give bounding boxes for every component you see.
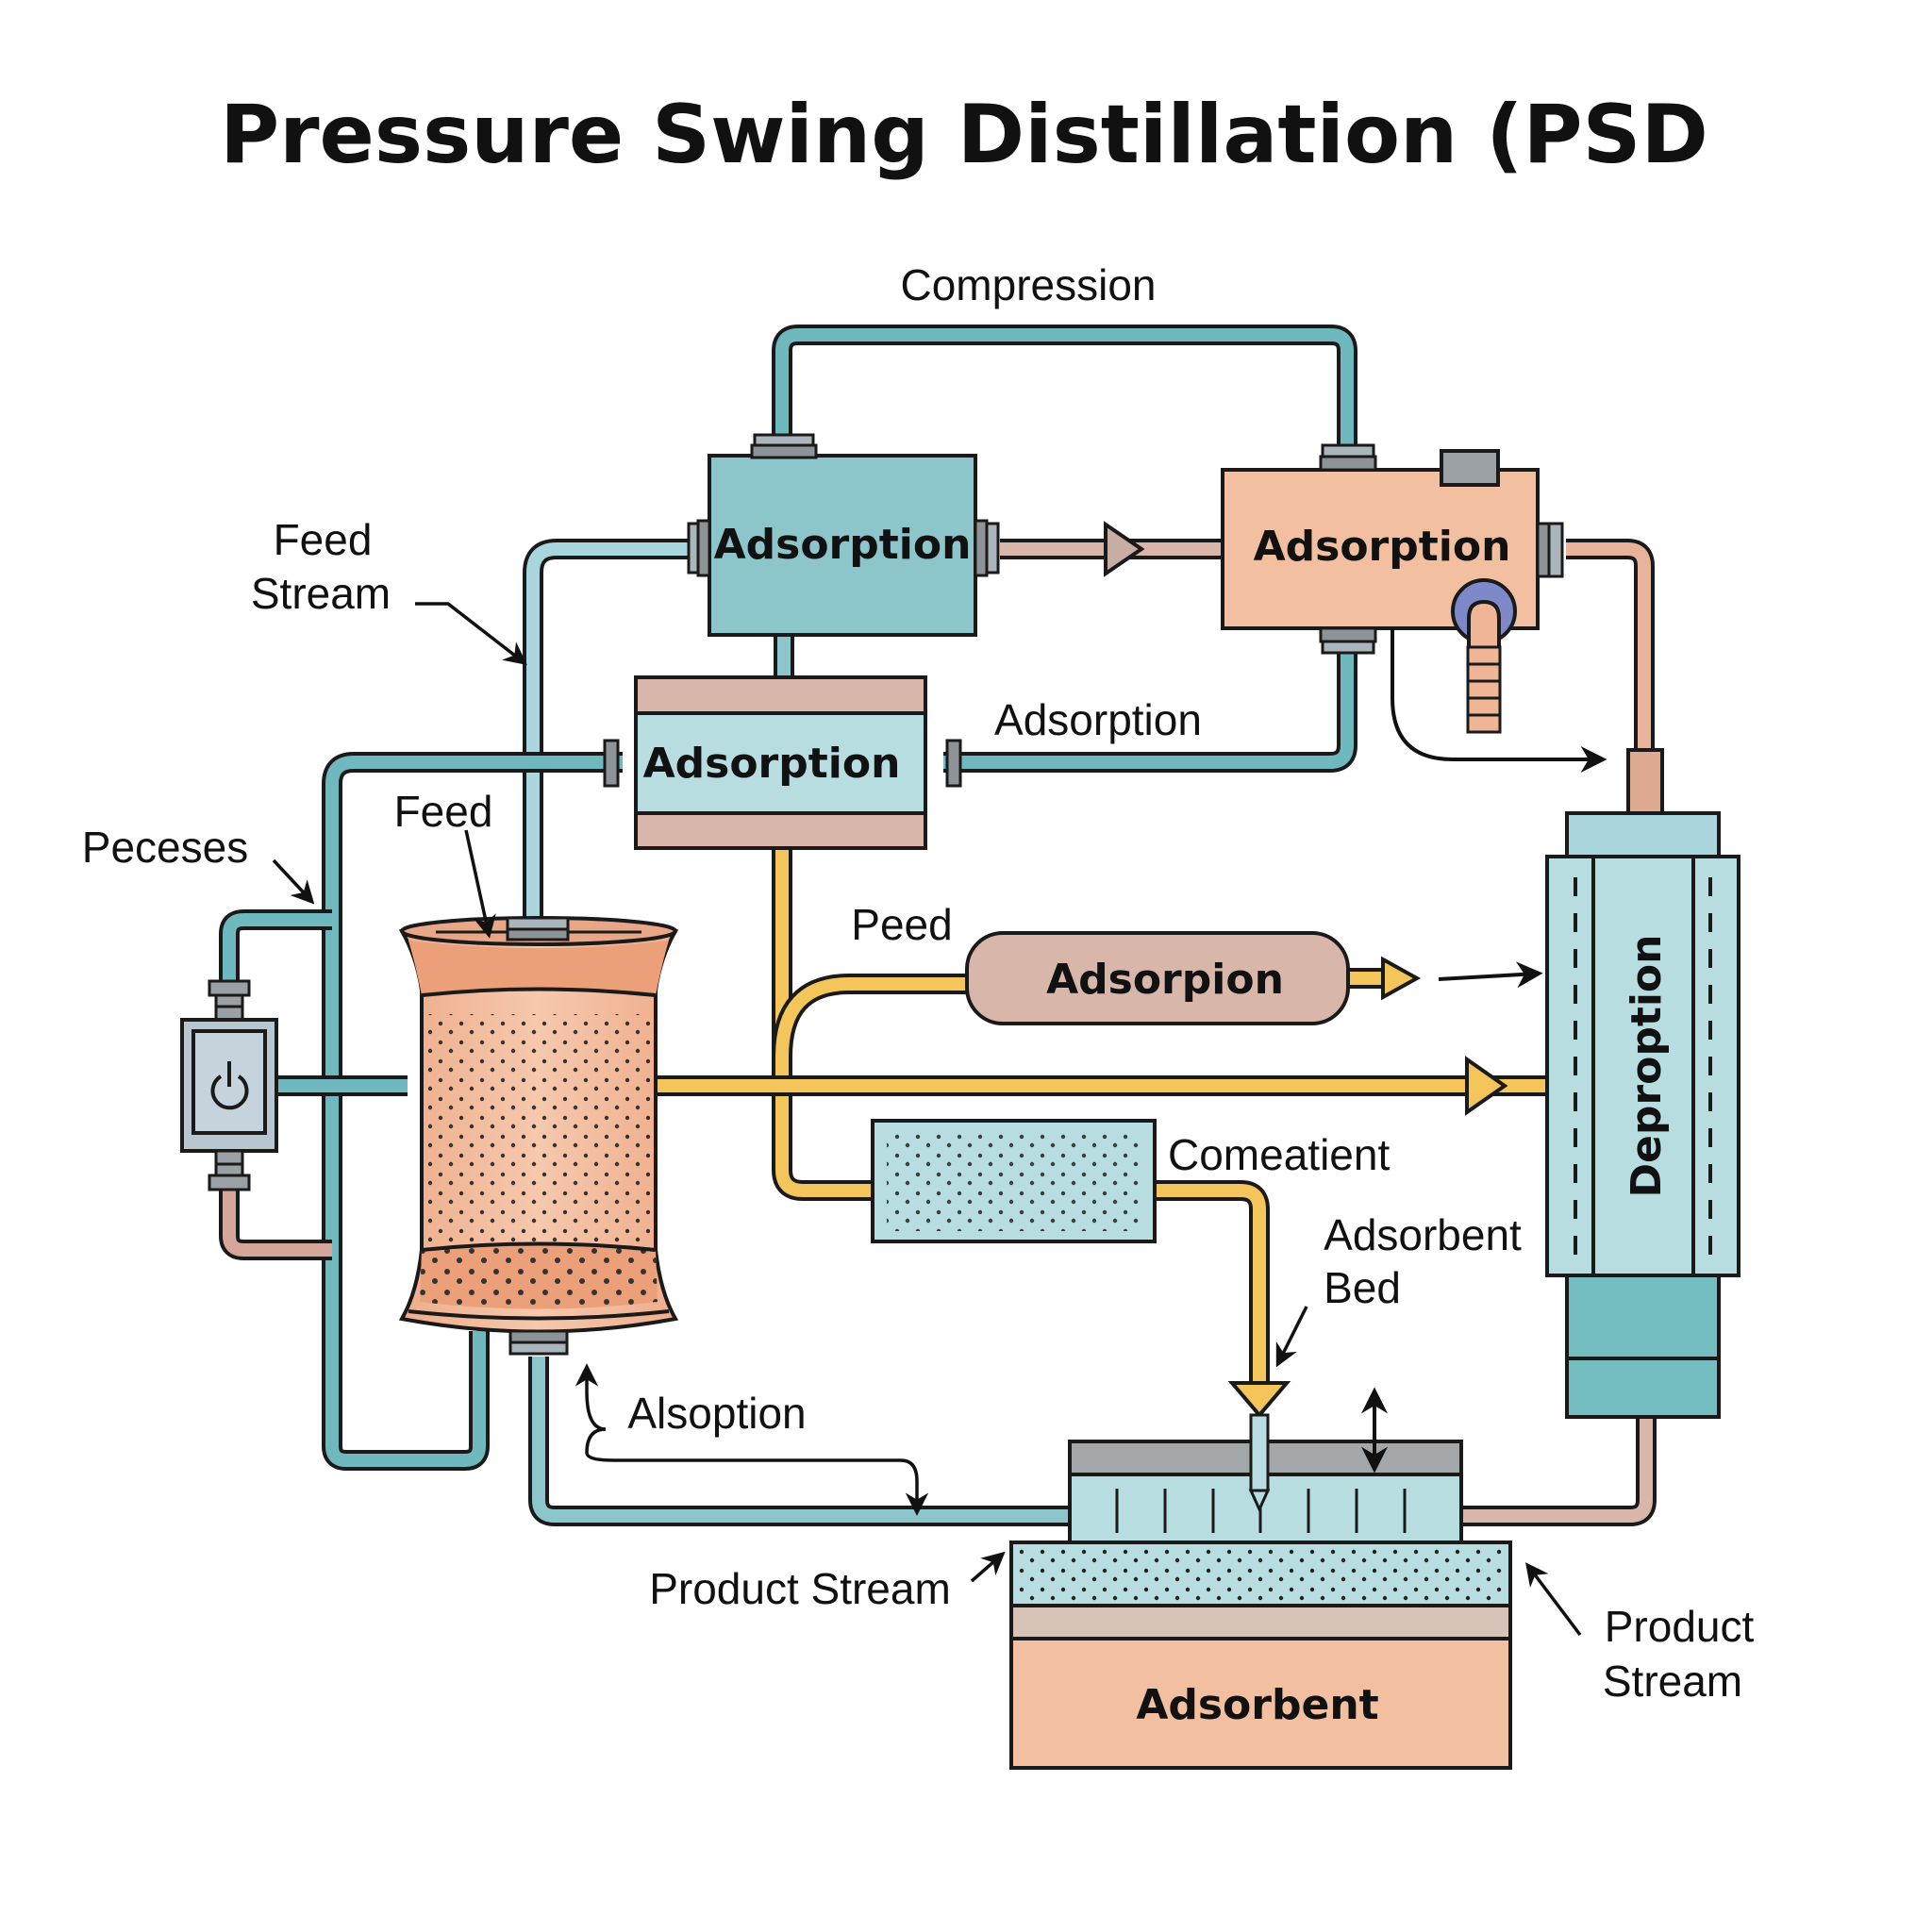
- flange: [945, 739, 962, 788]
- flange: [508, 1341, 569, 1356]
- unit-label: Deproption: [1623, 935, 1671, 1198]
- label-adsorption: Adsorption: [994, 695, 1202, 744]
- flange: [1319, 455, 1377, 472]
- power-icon[interactable]: [210, 1061, 249, 1110]
- yellow-arrow-down-icon: [1227, 1381, 1291, 1419]
- flange: [508, 1329, 569, 1344]
- arrow-icon: [585, 1427, 929, 1516]
- annotation-arrows: [272, 602, 1582, 1637]
- flange: [603, 739, 620, 788]
- yellow-pipe-network: [609, 848, 1598, 1419]
- yellow-arrow-icon: [1381, 956, 1422, 1001]
- unit-label: Adsorption: [643, 740, 901, 788]
- unit-label: Adsorpion: [1046, 956, 1284, 1004]
- packed-vessel[interactable]: [398, 916, 679, 1356]
- adsorpion-unit-pill[interactable]: Adsorpion: [965, 931, 1350, 1025]
- flange: [1321, 443, 1375, 458]
- label-adsorbent-bed: Bed: [1324, 1263, 1401, 1312]
- unit-label: Adsorbent: [1136, 1681, 1378, 1729]
- arrow-icon: [575, 1363, 607, 1431]
- yellow-arrow-right-icon: [1465, 1056, 1508, 1116]
- label-peed: Peed: [851, 900, 952, 949]
- label-feed-stream: Feed: [274, 515, 373, 564]
- flange: [974, 519, 989, 577]
- diagram-title: Pressure Swing Distillation (PSD: [220, 88, 1708, 182]
- arrow-icon: [970, 1551, 1006, 1583]
- pump[interactable]: [180, 979, 278, 1191]
- arrow-icon: [415, 602, 527, 666]
- flange: [1319, 626, 1377, 643]
- adsorption-unit-middle[interactable]: Adsorption: [603, 675, 962, 850]
- arrow-icon: [1525, 1562, 1582, 1637]
- adsorption-unit-teal[interactable]: Adsorption: [687, 433, 1000, 637]
- label-comeatient: Comeatient: [1168, 1130, 1390, 1179]
- arrow-icon: [272, 858, 315, 905]
- adsorbent-bed-apparatus[interactable]: Adsorbent: [1009, 1413, 1512, 1770]
- label-product-stream-right: Stream: [1603, 1657, 1742, 1706]
- label-feed-stream: Stream: [251, 569, 391, 618]
- labels: Compression Feed Stream Peceses Feed Ads…: [82, 260, 1755, 1706]
- unit-label: Adsorption: [1254, 523, 1511, 571]
- teal-pipe-network: [219, 325, 1357, 1526]
- label-alsoption: Alsoption: [627, 1389, 806, 1438]
- flow-arrow-icon: [1391, 628, 1607, 773]
- adsorption-unit-peach[interactable]: Adsorption: [1221, 443, 1564, 734]
- arrow-icon: [464, 829, 496, 939]
- flow-arrow-icon: [1104, 521, 1145, 577]
- label-adsorbent-bed: Adsorbent: [1324, 1210, 1522, 1259]
- column-inlet-nozzle: [1626, 748, 1664, 816]
- label-product-stream-right: Product: [1605, 1602, 1755, 1651]
- label-compression: Compression: [901, 260, 1157, 309]
- flange: [1536, 522, 1551, 578]
- flange: [1547, 522, 1564, 578]
- flange: [1321, 640, 1375, 655]
- arrow-icon: [1275, 1306, 1308, 1368]
- bellows-hose: [1466, 645, 1502, 734]
- label-feed: Feed: [394, 787, 493, 836]
- flange: [506, 916, 570, 931]
- valve-actuator: [1440, 449, 1500, 487]
- flange: [506, 927, 570, 941]
- unit-label: Adsorption: [714, 521, 972, 569]
- deproption-column[interactable]: Deproption: [1545, 811, 1740, 1419]
- flange: [696, 519, 711, 577]
- flange: [985, 522, 1000, 575]
- label-product-stream-left: Product Stream: [649, 1564, 951, 1613]
- flange: [750, 443, 818, 459]
- comeatient-chamber[interactable]: [871, 1119, 1157, 1243]
- flow-arrow-icon: [1438, 961, 1543, 989]
- label-peceses: Peceses: [82, 823, 248, 872]
